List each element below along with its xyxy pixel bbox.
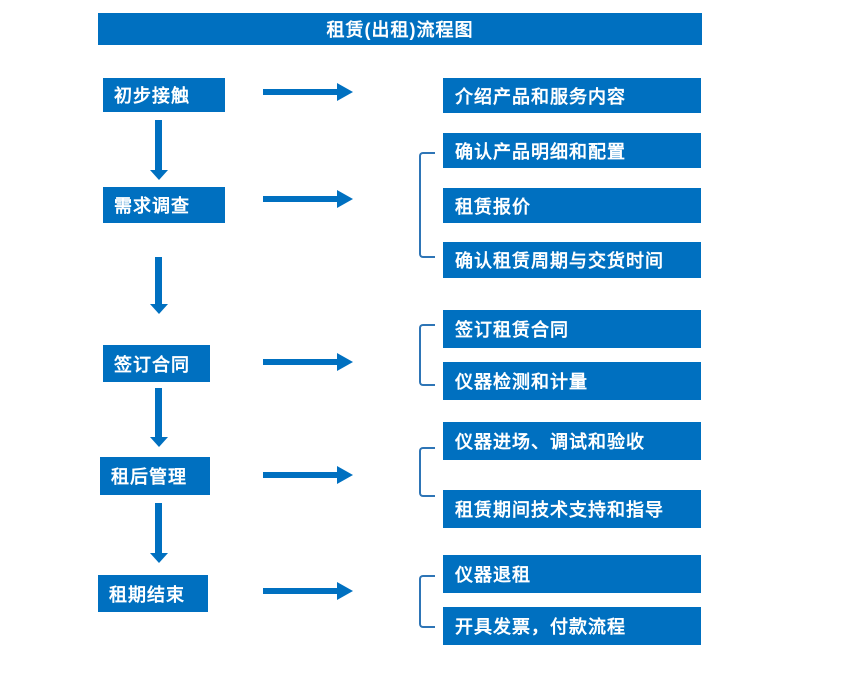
detail-box: 租赁期间技术支持和指导 xyxy=(443,490,701,528)
down-arrow xyxy=(155,120,162,170)
detail-box: 确认产品明细和配置 xyxy=(443,133,701,168)
bracket-connector xyxy=(419,575,435,628)
bracket-connector xyxy=(419,324,435,386)
detail-box: 仪器退租 xyxy=(443,555,701,593)
step-box-initial-contact: 初步接触 xyxy=(103,78,225,112)
right-arrow xyxy=(263,472,337,478)
step-box-demand-survey: 需求调查 xyxy=(103,187,225,223)
detail-box: 签订租赁合同 xyxy=(443,310,701,348)
step-box-post-rental-management: 租后管理 xyxy=(100,457,210,495)
bracket-connector xyxy=(419,447,435,497)
down-arrow xyxy=(155,257,162,304)
right-arrow xyxy=(263,588,337,594)
step-box-sign-contract: 签订合同 xyxy=(103,345,210,382)
down-arrow xyxy=(155,503,162,553)
right-arrow xyxy=(263,359,337,365)
detail-box: 仪器检测和计量 xyxy=(443,362,701,400)
right-arrow xyxy=(263,196,337,202)
down-arrow xyxy=(155,388,162,437)
right-arrow xyxy=(263,89,337,95)
detail-box: 确认租赁周期与交货时间 xyxy=(443,242,701,278)
detail-box: 介绍产品和服务内容 xyxy=(443,78,701,113)
step-box-rental-end: 租期结束 xyxy=(98,575,208,612)
bracket-connector xyxy=(419,152,435,258)
detail-box: 开具发票，付款流程 xyxy=(443,607,701,645)
page-title: 租赁(出租)流程图 xyxy=(98,13,702,45)
detail-box: 仪器进场、调试和验收 xyxy=(443,422,701,460)
detail-box: 租赁报价 xyxy=(443,188,701,223)
